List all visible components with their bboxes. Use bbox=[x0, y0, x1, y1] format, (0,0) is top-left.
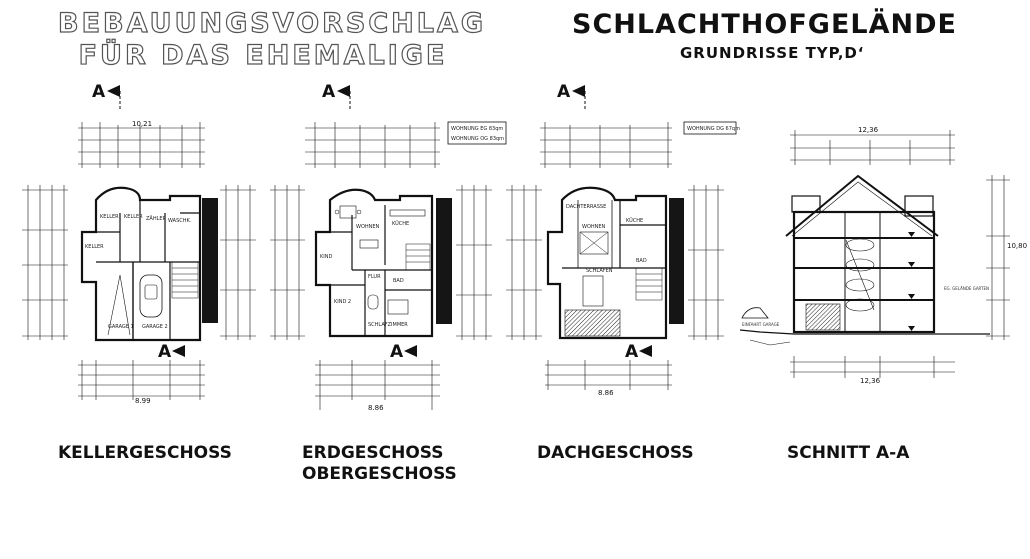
dimension-chain-bottom bbox=[545, 360, 672, 390]
subtitle: GRUNDRISSE TYP‚D‘ bbox=[680, 44, 865, 62]
svg-text:WASCHK.: WASCHK. bbox=[168, 218, 192, 224]
svg-text:KÜCHE: KÜCHE bbox=[392, 220, 409, 227]
svg-text:KIND 2: KIND 2 bbox=[334, 299, 351, 305]
height-dimension-label: 10,80 bbox=[1007, 242, 1027, 250]
title-line-1: BEBAUUNGSVORSCHLAG bbox=[57, 7, 487, 39]
car-symbol bbox=[741, 307, 769, 319]
top-dimension-label: 12,36 bbox=[858, 126, 879, 134]
dimension-chain-right bbox=[220, 185, 256, 340]
section-marker-top-1: A bbox=[92, 82, 121, 110]
room-labels: WOHNEN KIND KÜCHE FLUR BAD KIND 2 SCHLAF… bbox=[320, 220, 409, 328]
svg-text:WOHNEN: WOHNEN bbox=[582, 224, 606, 230]
section-marker-bottom-1: A bbox=[158, 342, 185, 362]
info-box: WOHNUNG DG 67qm bbox=[683, 121, 740, 135]
section-marker-top-3: A bbox=[557, 82, 586, 110]
dining-table bbox=[339, 205, 357, 219]
room-labels: KELLER KELLER ZÄHLER WASCHK. KELLER GARA… bbox=[85, 214, 192, 330]
hatched-wall bbox=[669, 198, 684, 324]
svg-text:KÜCHE: KÜCHE bbox=[626, 217, 643, 224]
stair-lines bbox=[171, 261, 199, 299]
svg-text:WOHNUNG OG 83qm: WOHNUNG OG 83qm bbox=[451, 136, 504, 142]
room-labels: DACHTERRASSE WOHNEN SCHLAFEN KÜCHE BAD bbox=[566, 204, 647, 274]
svg-text:WOHNEN: WOHNEN bbox=[356, 224, 380, 230]
svg-text:A: A bbox=[557, 82, 571, 102]
svg-text:A: A bbox=[390, 342, 404, 362]
sofa bbox=[359, 239, 379, 249]
svg-text:FLUR: FLUR bbox=[368, 274, 381, 280]
ground-line bbox=[739, 329, 990, 335]
plan-dachgeschoss: WOHNUNG DG 67qm D bbox=[506, 121, 740, 397]
dimension-chain-top bbox=[78, 122, 205, 168]
dimension-chain-left bbox=[22, 185, 68, 340]
svg-text:DACHTERRASSE: DACHTERRASSE bbox=[566, 204, 606, 210]
svg-text:GARAGE 1: GARAGE 1 bbox=[108, 324, 134, 330]
info-box: WOHNUNG EG 83qm WOHNUNG OG 83qm bbox=[447, 121, 507, 145]
total-width-label: 8.86 bbox=[368, 404, 384, 412]
svg-text:SCHLAFEN: SCHLAFEN bbox=[586, 268, 613, 274]
section-marker-bottom-3: A bbox=[625, 342, 652, 362]
dimension-chain-top bbox=[790, 130, 955, 165]
dimension-chain-top bbox=[540, 122, 672, 168]
dimension-chain-left bbox=[506, 185, 542, 340]
svg-text:KELLER: KELLER bbox=[100, 214, 119, 220]
title-line-2: FÜR DAS EHEMALIGE bbox=[78, 39, 448, 71]
section-marker-top-2: A bbox=[322, 82, 351, 110]
spiral-stair bbox=[845, 238, 875, 312]
svg-text:A: A bbox=[625, 342, 639, 362]
building-outline bbox=[546, 186, 668, 340]
hatched-wall bbox=[436, 198, 452, 324]
plan-erdgeschoss: WOHNUNG EG 83qm WOHNUNG OG 83qm bbox=[270, 121, 507, 412]
caption-kellergeschoss: KELLERGESCHOSS bbox=[58, 443, 232, 463]
dimension-chain-top bbox=[305, 122, 440, 168]
svg-text:BAD: BAD bbox=[393, 278, 404, 284]
top-dimension-label: 10,21 bbox=[132, 120, 152, 128]
total-width-label: 8.86 bbox=[598, 389, 614, 397]
bottom-dimension-label: 12,36 bbox=[860, 377, 881, 385]
stair-lines bbox=[635, 267, 663, 301]
caption-dachgeschoss: DACHGESCHOSS bbox=[537, 443, 694, 463]
dimension-chain-bottom bbox=[315, 360, 440, 410]
main-title: SCHLACHTHOFGELÄNDE bbox=[572, 9, 957, 40]
svg-text:ZÄHLER: ZÄHLER bbox=[146, 215, 167, 222]
svg-text:A: A bbox=[158, 342, 172, 362]
svg-text:SCHLAFZIMMER: SCHLAFZIMMER bbox=[368, 322, 408, 328]
svg-text:BAD: BAD bbox=[636, 258, 647, 264]
building-outline bbox=[80, 186, 202, 342]
dimension-chain-right bbox=[456, 185, 492, 340]
svg-text:A: A bbox=[322, 82, 336, 102]
title-block-outline: BEBAUUNGSVORSCHLAG FÜR DAS EHEMALIGE bbox=[57, 7, 487, 72]
svg-text:WOHNUNG DG 67qm: WOHNUNG DG 67qm bbox=[687, 126, 740, 132]
svg-text:GARAGE 2: GARAGE 2 bbox=[142, 324, 168, 330]
caption-erdgeschoss-obergeschoss: ERDGESCHOSS OBERGESCHOSS bbox=[302, 443, 457, 484]
car-symbol bbox=[139, 274, 163, 318]
label-garten: EG. GELÄNDE GARTEN bbox=[944, 286, 989, 291]
svg-text:KELLER: KELLER bbox=[124, 214, 143, 220]
label-einfahrt: EINFAHRT GARAGE bbox=[742, 322, 780, 327]
svg-text:KIND: KIND bbox=[320, 254, 332, 260]
plan-kellergeschoss: 10,21 bbox=[22, 120, 256, 405]
dimension-chain-bottom bbox=[78, 360, 205, 400]
stair-lines bbox=[405, 243, 431, 271]
caption-schnitt: SCHNITT A-A bbox=[787, 443, 910, 463]
hatched-wall bbox=[202, 198, 218, 323]
terrace-hatch bbox=[564, 309, 621, 337]
svg-text:A: A bbox=[92, 82, 106, 102]
dimension-chain-left bbox=[270, 185, 305, 340]
dimension-chain-right bbox=[986, 175, 1010, 340]
section-a-a: 12,36 10,80 bbox=[739, 126, 1027, 385]
svg-text:KELLER: KELLER bbox=[85, 244, 104, 250]
section-marker-bottom-2: A bbox=[390, 342, 417, 362]
svg-text:WOHNUNG EG 83qm: WOHNUNG EG 83qm bbox=[451, 126, 503, 132]
dimension-chain-bottom bbox=[790, 356, 955, 378]
dimension-chain-right bbox=[688, 185, 724, 340]
total-width-label: 8.99 bbox=[135, 397, 151, 405]
building-outline bbox=[314, 188, 434, 338]
section-walls bbox=[792, 210, 936, 334]
